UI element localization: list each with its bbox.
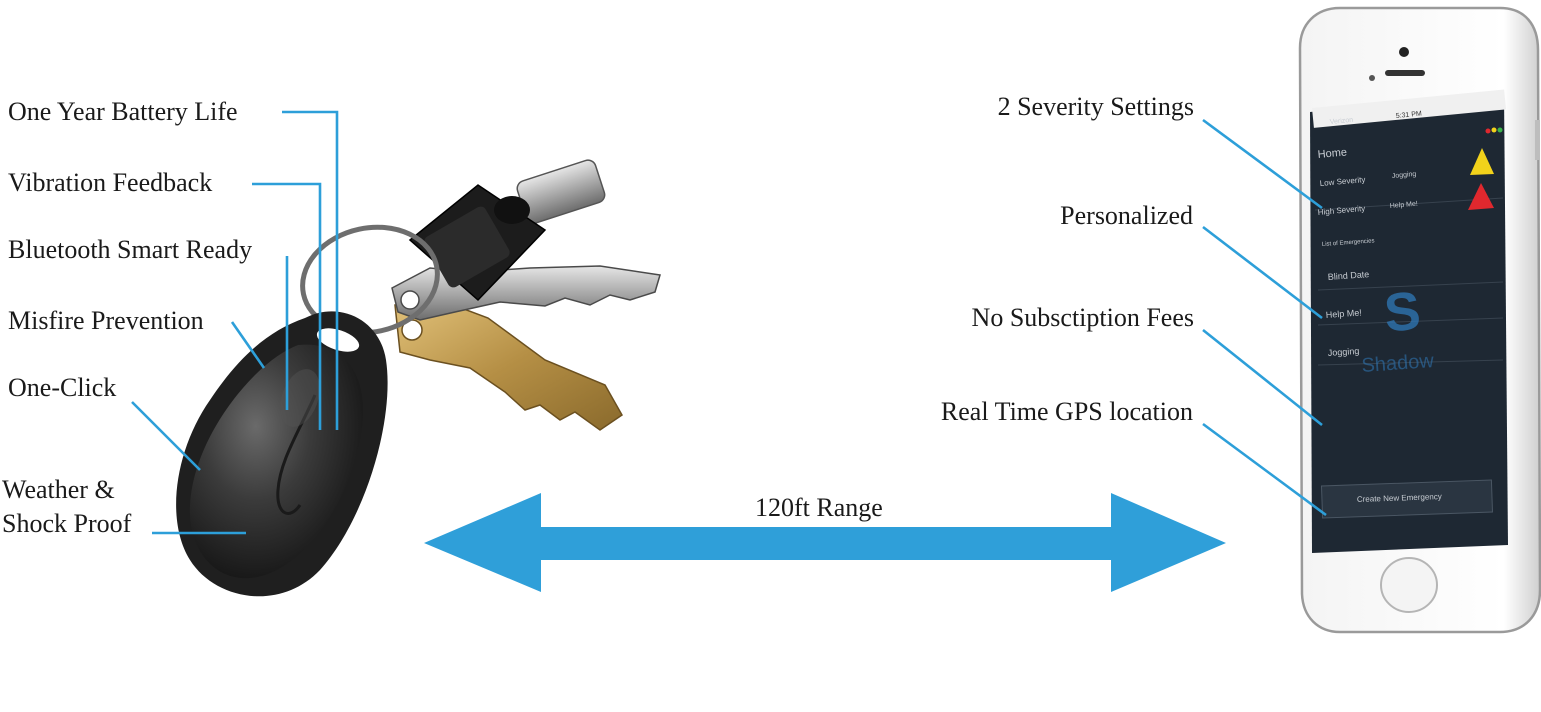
leader-battery	[282, 110, 339, 430]
tubular-key-icon	[408, 159, 606, 302]
feature-gps-location: Real Time GPS location	[940, 397, 1193, 426]
feature-personalized: Personalized	[1060, 201, 1193, 230]
feature-bluetooth-ready: Bluetooth Smart Ready	[8, 235, 253, 264]
feature-one-click: One-Click	[8, 373, 117, 402]
row-low-value: Jogging	[1392, 171, 1417, 180]
leader-severity	[1202, 118, 1323, 210]
leader-misfire	[230, 321, 266, 369]
key-fob-image	[176, 311, 388, 597]
row-low-label: Low Severity	[1319, 175, 1365, 188]
key-ring-icon	[300, 224, 440, 336]
create-emergency-button[interactable]	[1320, 479, 1494, 519]
app-leader-lines	[1202, 118, 1327, 517]
leader-fees	[1202, 328, 1323, 427]
keys-image	[300, 159, 661, 431]
feature-no-fees: No Subsctiption Fees	[971, 303, 1194, 332]
leader-vibration	[252, 182, 322, 430]
feature-misfire-prevention: Misfire Prevention	[8, 306, 204, 335]
fob-leader-lines	[131, 110, 339, 535]
list-heading: List of Emergencies	[1322, 238, 1375, 248]
feature-vibration-feedback: Vibration Feedback	[8, 168, 213, 197]
row-high-label: High Severity	[1317, 204, 1365, 217]
leader-gps	[1202, 422, 1327, 517]
phone-image: S	[1298, 6, 1541, 634]
emergency-item[interactable]: Jogging	[1327, 346, 1359, 358]
leader-oneclick	[131, 401, 201, 471]
emergency-item[interactable]: Help Me!	[1325, 308, 1362, 320]
shadow-logo-icon: S	[1382, 281, 1423, 344]
app-title: Home	[1317, 146, 1347, 161]
warning-triangle-icon	[1470, 148, 1494, 175]
row-high-value: Help Me!	[1390, 201, 1419, 210]
feature-weather-proof: Weather &	[2, 475, 115, 504]
range-arrow	[424, 493, 1226, 592]
home-button-icon[interactable]	[1380, 557, 1438, 613]
leader-personalized	[1202, 225, 1323, 320]
status-time: 5:31 PM	[1396, 111, 1423, 120]
feature-battery-life: One Year Battery Life	[8, 97, 238, 126]
create-button-label: Create New Emergency	[1357, 492, 1442, 504]
emergency-item[interactable]: Blind Date	[1327, 269, 1369, 282]
status-carrier: Verizon	[1330, 117, 1354, 126]
alert-triangle-icon	[1468, 183, 1494, 210]
phone-screen-text: Verizon 5:31 PM Home Low Severity Joggin…	[1317, 111, 1442, 504]
feature-severity-settings: 2 Severity Settings	[997, 92, 1194, 121]
feature-shock-proof: Shock Proof	[2, 509, 132, 538]
shadow-logo-text: Shadow	[1361, 350, 1435, 377]
brass-key-icon	[394, 299, 623, 431]
range-label: 120ft Range	[755, 493, 883, 522]
